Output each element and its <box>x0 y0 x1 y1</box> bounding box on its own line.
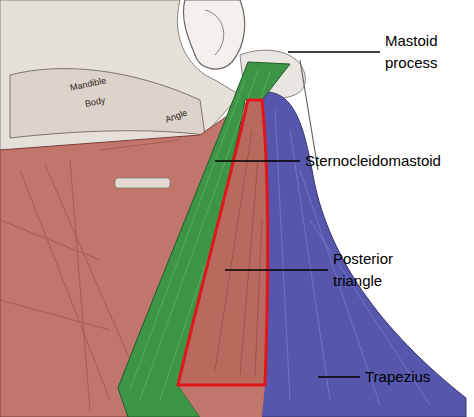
ear <box>183 0 244 69</box>
part-label: Trapezius <box>365 366 430 388</box>
hyoid-bone <box>115 178 170 188</box>
part-label: Posterior triangle <box>333 248 423 292</box>
trapezius-muscle <box>262 92 466 417</box>
leader-lines <box>215 52 380 377</box>
leader-line <box>318 376 360 378</box>
mandible-bone <box>10 69 205 138</box>
leader-line <box>288 51 380 53</box>
leader-line <box>215 160 300 162</box>
leader-line <box>225 269 328 271</box>
part-label: Sternocleidomastoid <box>305 150 441 172</box>
posterior-triangle-outline <box>178 100 268 385</box>
sternocleidomastoid-muscle <box>118 62 290 417</box>
scm-striations <box>130 70 270 400</box>
ear-fold <box>205 10 224 55</box>
lower-muscle <box>178 385 265 417</box>
triangle-striations <box>215 130 262 375</box>
part-label: Mastoid process <box>385 30 470 74</box>
